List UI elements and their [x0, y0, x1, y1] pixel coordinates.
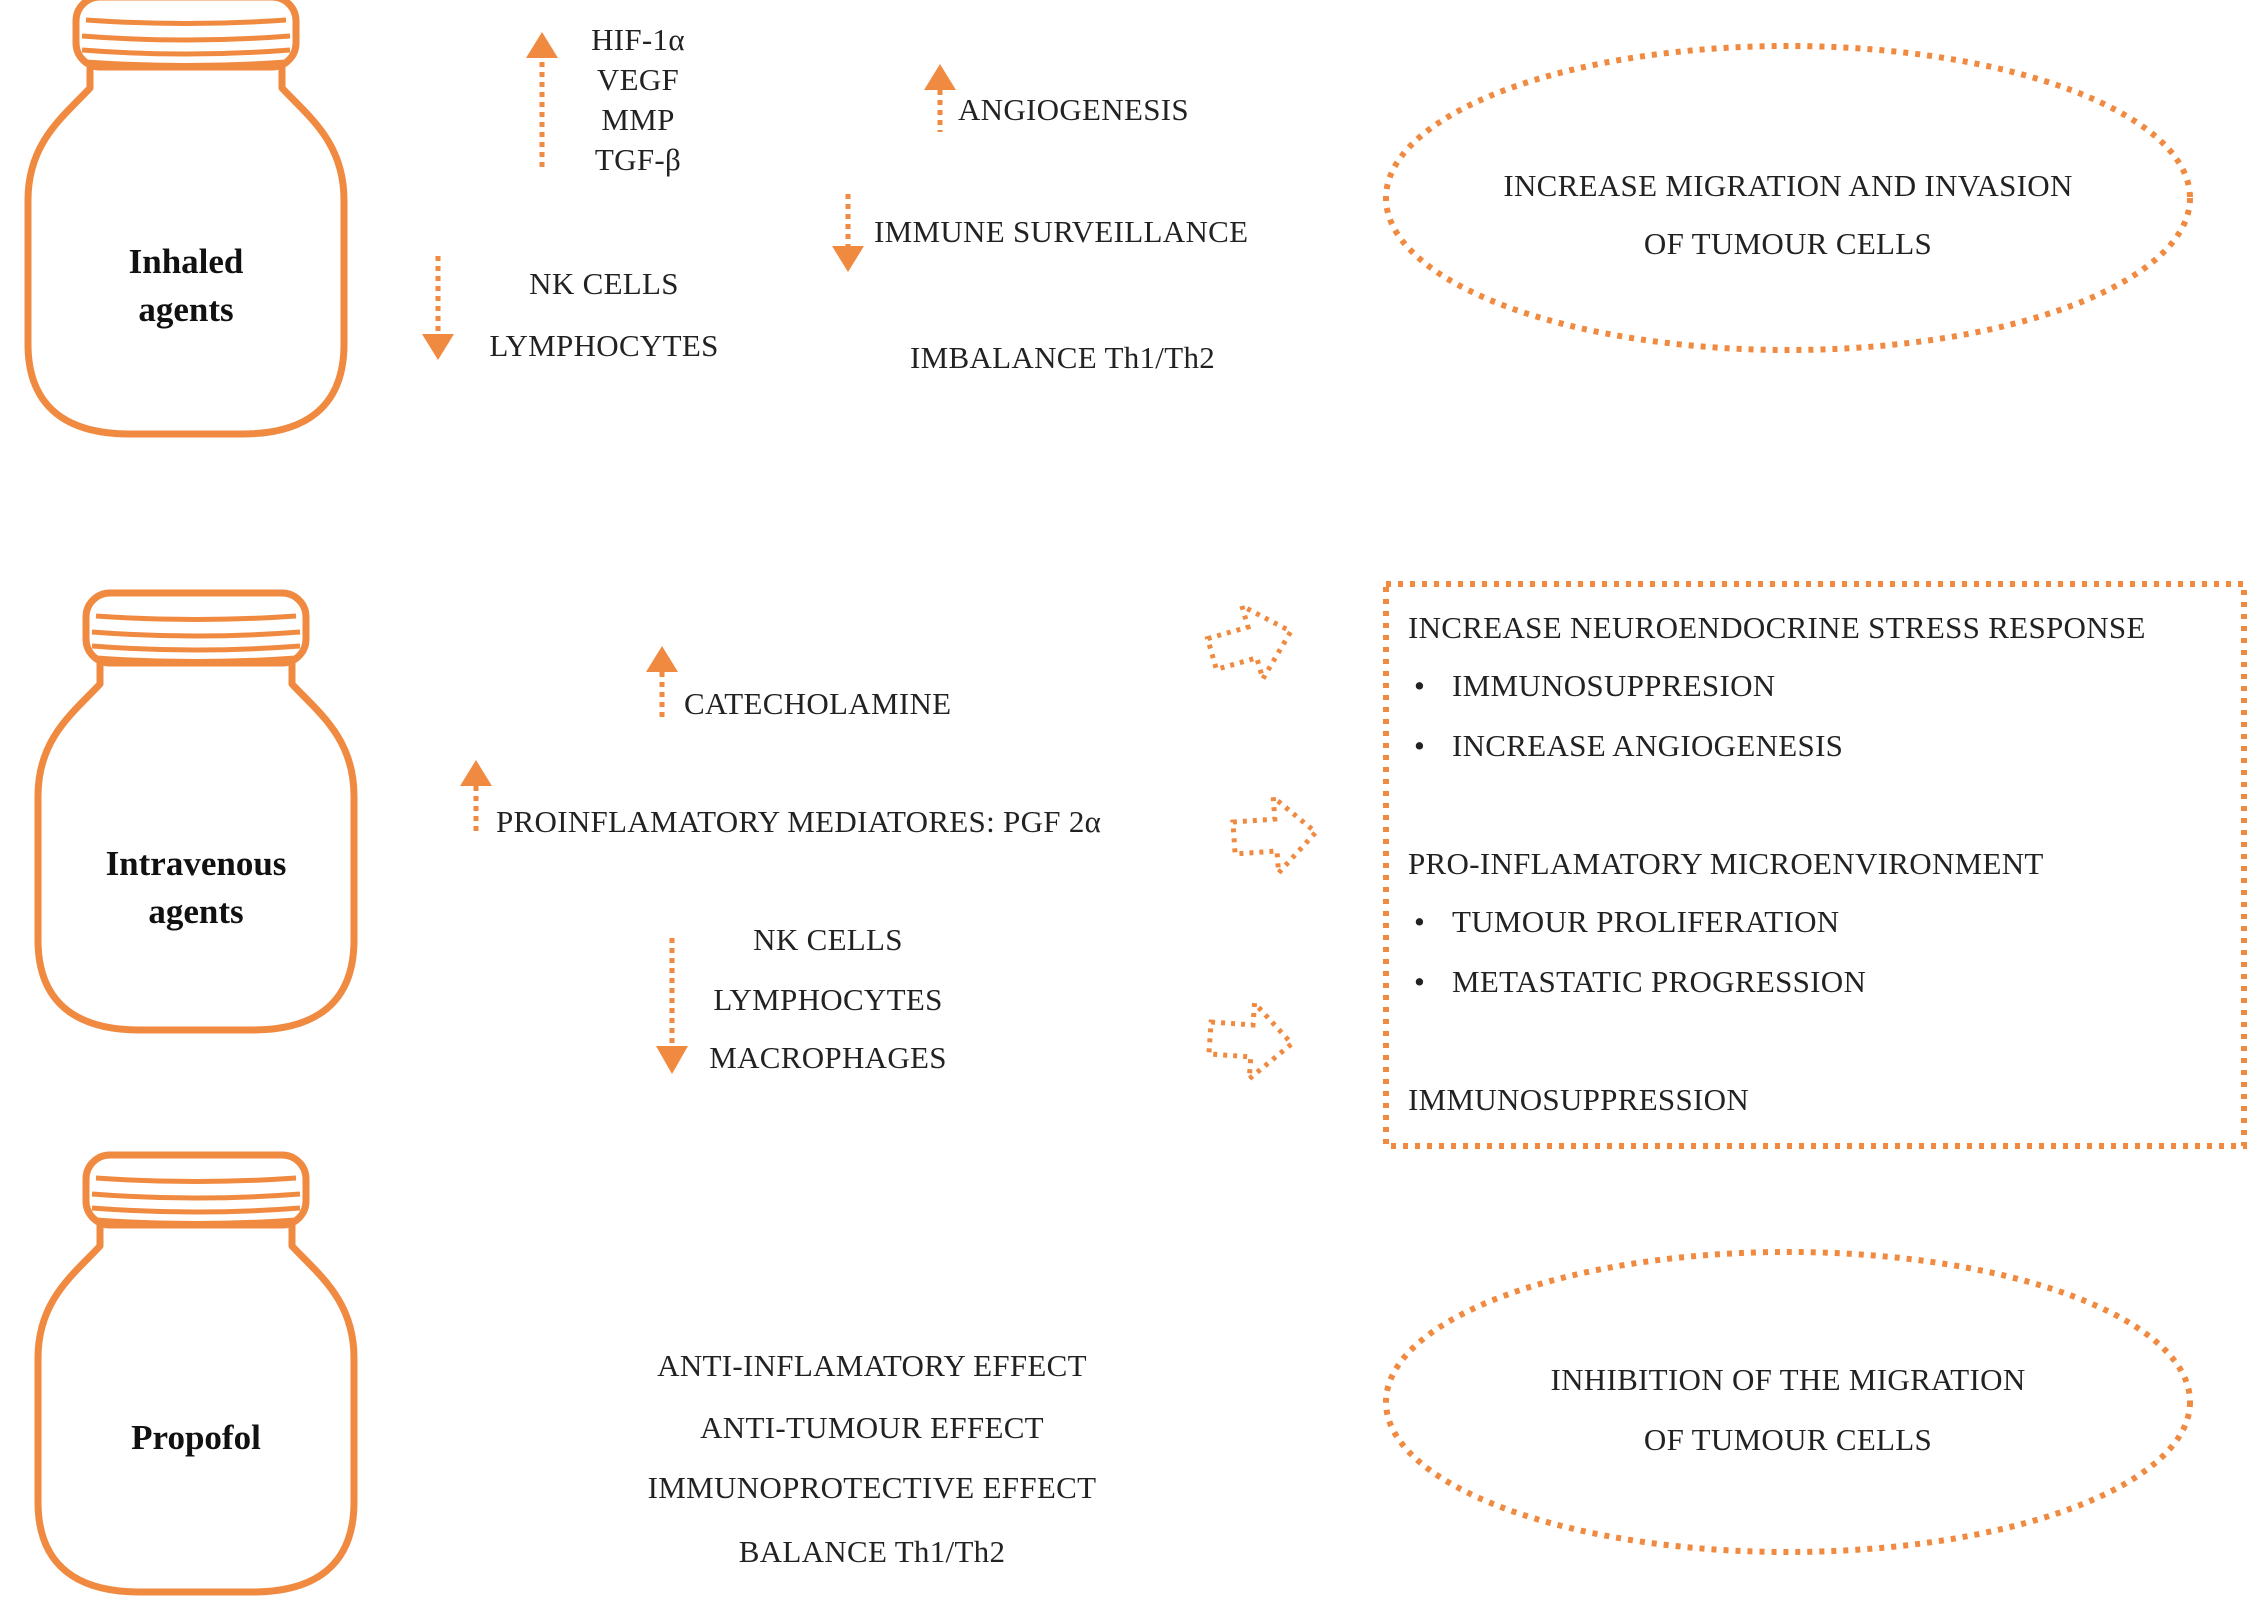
- propofol-jar-icon: [38, 1155, 354, 1592]
- effect-catecholamine: CATECHOLAMINE: [684, 686, 952, 721]
- marker-nk-cells-iv: NK CELLS: [753, 922, 903, 957]
- down-arrow-icon: [422, 256, 454, 360]
- box-bullet-angiogenesis: INCREASE ANGIOGENESIS: [1414, 730, 1843, 761]
- inhaled-jar-label-line2: agents: [138, 290, 234, 329]
- marker-tgf: TGF-β: [594, 142, 682, 177]
- inhaled-jar-label: Inhaled agents: [86, 238, 286, 334]
- propofol-effect-anti-tumour: ANTI-TUMOUR EFFECT: [700, 1410, 1044, 1445]
- propofol-effect-balance: BALANCE Th1/Th2: [738, 1534, 1006, 1569]
- box-heading-immunosuppression: IMMUNOSUPPRESSION: [1408, 1082, 1750, 1117]
- propofol-jar-label-line1: Propofol: [131, 1418, 261, 1457]
- inhaled-jar-label-line1: Inhaled: [128, 242, 244, 281]
- up-arrow-icon: [526, 32, 558, 172]
- intravenous-jar-label-line1: Intravenous: [105, 844, 287, 883]
- up-arrow-icon: [646, 646, 678, 718]
- effect-imbalance: IMBALANCE Th1/Th2: [910, 340, 1216, 375]
- box-heading-stress: INCREASE NEUROENDOCRINE STRESS RESPONSE: [1408, 610, 2146, 645]
- marker-vegf: VEGF: [596, 62, 680, 97]
- propofol-outcome-line1: INHIBITION OF THE MIGRATION: [1550, 1362, 2026, 1397]
- marker-mmp: MMP: [601, 102, 675, 137]
- effect-immune-surveillance: IMMUNE SURVEILLANCE: [874, 214, 1249, 249]
- box-bullet-proliferation: TUMOUR PROLIFERATION: [1414, 906, 1840, 937]
- inhaled-outcome-line1: INCREASE MIGRATION AND INVASION: [1503, 168, 2073, 203]
- intravenous-jar-label: Intravenous agents: [46, 840, 346, 936]
- marker-macrophages-iv: MACROPHAGES: [709, 1040, 947, 1075]
- up-arrow-icon: [460, 760, 492, 832]
- down-arrow-icon: [832, 194, 864, 272]
- inhaled-outcome-ellipse: [1383, 43, 2193, 353]
- propofol-outcome-line2: OF TUMOUR CELLS: [1643, 1422, 1933, 1457]
- intravenous-outcome-box: [1383, 581, 2247, 1149]
- effect-angiogenesis: ANGIOGENESIS: [958, 92, 1189, 127]
- propofol-effect-anti-inflammatory: ANTI-INFLAMATORY EFFECT: [657, 1348, 1087, 1383]
- intravenous-jar-label-line2: agents: [148, 892, 244, 931]
- up-arrow-icon: [924, 64, 956, 132]
- propofol-jar-label: Propofol: [96, 1414, 296, 1462]
- marker-lymphocytes: LYMPHOCYTES: [489, 328, 719, 363]
- propofol-effect-immunoprotective: IMMUNOPROTECTIVE EFFECT: [647, 1470, 1097, 1505]
- propofol-outcome-ellipse: [1383, 1249, 2193, 1555]
- intravenous-jar-icon: [38, 593, 354, 1030]
- effect-proinflammatory: PROINFLAMATORY MEDIATORES: PGF 2α: [496, 804, 1102, 839]
- box-bullet-metastatic: METASTATIC PROGRESSION: [1414, 966, 1866, 997]
- down-arrow-icon: [656, 938, 688, 1074]
- marker-hif: HIF-1α: [591, 22, 685, 57]
- marker-nk-cells: NK CELLS: [529, 266, 679, 301]
- right-arrow-icon: [1202, 595, 1302, 691]
- right-arrow-icon: [1231, 794, 1318, 876]
- marker-lymphocytes-iv: LYMPHOCYTES: [713, 982, 943, 1017]
- right-arrow-icon: [1207, 1000, 1294, 1082]
- box-heading-microenvironment: PRO-INFLAMATORY MICROENVIRONMENT: [1408, 846, 2044, 881]
- box-bullet-immunosuppresion: IMMUNOSUPPRESION: [1414, 670, 1775, 701]
- inhaled-jar-icon: [28, 0, 344, 434]
- inhaled-outcome-line2: OF TUMOUR CELLS: [1643, 226, 1933, 261]
